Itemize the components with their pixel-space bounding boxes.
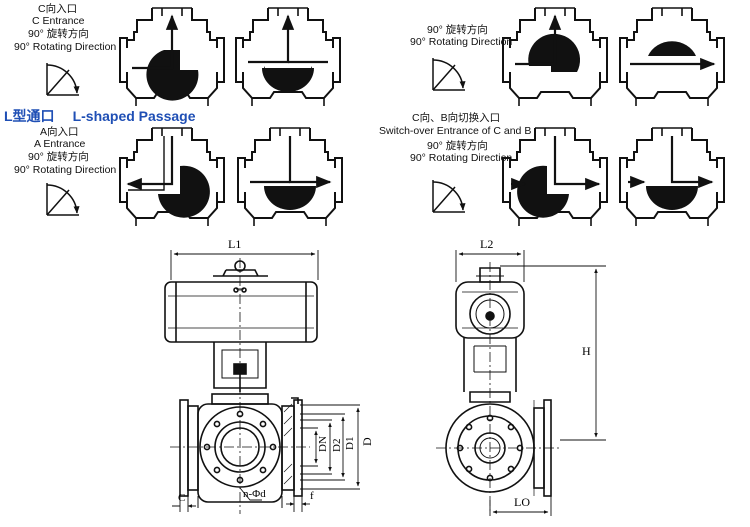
label-switch-cn: C向、B向切换入口 xyxy=(412,112,501,124)
label-c-entrance-cn: C向入口 xyxy=(38,3,78,15)
dim-label-c: C xyxy=(178,492,185,504)
valve-section-rotation-2 xyxy=(619,7,725,107)
label-rotation-en-3: 90° Rotating Direction xyxy=(14,164,117,176)
rotation-arc-icon-1 xyxy=(46,63,80,96)
dimension-lo xyxy=(489,496,552,516)
dim-label-d2: D2 xyxy=(331,439,343,452)
valve-section-a-entrance-1 xyxy=(119,127,225,227)
dim-label-l1: L1 xyxy=(228,237,241,251)
label-a-entrance-en: A Entrance xyxy=(34,138,86,150)
front-view-actuated-valve xyxy=(164,258,318,514)
label-c-entrance-en: C Entrance xyxy=(32,15,85,27)
dim-label-dn: DN xyxy=(317,436,329,452)
heading-cn: L型通口 xyxy=(4,108,55,124)
dim-label-f: f xyxy=(310,490,314,502)
dimension-bottom-left xyxy=(172,486,310,512)
dim-label-d: D xyxy=(360,437,374,446)
rotation-arc-icon-2 xyxy=(432,58,466,91)
heading-en: L-shaped Passage xyxy=(72,108,196,124)
dimension-l1 xyxy=(170,250,319,280)
valve-section-switch-1 xyxy=(502,127,608,227)
valve-section-switch-2 xyxy=(619,127,725,227)
label-rotation-en-4: 90° Rotating Direction xyxy=(410,152,513,164)
dim-label-l2: L2 xyxy=(480,237,493,251)
dim-label-lo: LO xyxy=(514,495,530,509)
label-a-entrance-cn: A向入口 xyxy=(40,126,79,138)
dimension-h xyxy=(500,265,606,441)
rotation-arc-icon-3 xyxy=(46,183,80,216)
dim-label-holes: n-Φd xyxy=(243,488,266,500)
dim-label-d1: D1 xyxy=(344,437,356,450)
valve-section-c-entrance-2 xyxy=(235,7,341,107)
label-rotation-en-1: 90° Rotating Direction xyxy=(14,41,117,53)
label-rotation-cn-1: 90° 旋转方向 xyxy=(28,28,89,40)
heading-l-shaped-passage: L型通口 L-shaped Passage xyxy=(4,106,214,126)
label-rotation-cn-3: 90° 旋转方向 xyxy=(28,151,89,163)
label-rotation-en-2: 90° Rotating Direction xyxy=(410,36,513,48)
label-rotation-cn-2: 90° 旋转方向 xyxy=(427,24,488,36)
valve-section-a-entrance-2 xyxy=(237,127,343,227)
dimension-diameters xyxy=(300,404,360,490)
dim-label-h: H xyxy=(582,344,591,358)
side-view-actuated-valve xyxy=(436,262,560,514)
label-switch-en: Switch-over Entrance of C and B xyxy=(379,125,532,137)
rotation-arc-icon-4 xyxy=(432,180,466,213)
valve-section-rotation-1 xyxy=(502,7,608,107)
label-rotation-cn-4: 90° 旋转方向 xyxy=(427,140,488,152)
valve-section-c-entrance-1 xyxy=(119,7,225,107)
